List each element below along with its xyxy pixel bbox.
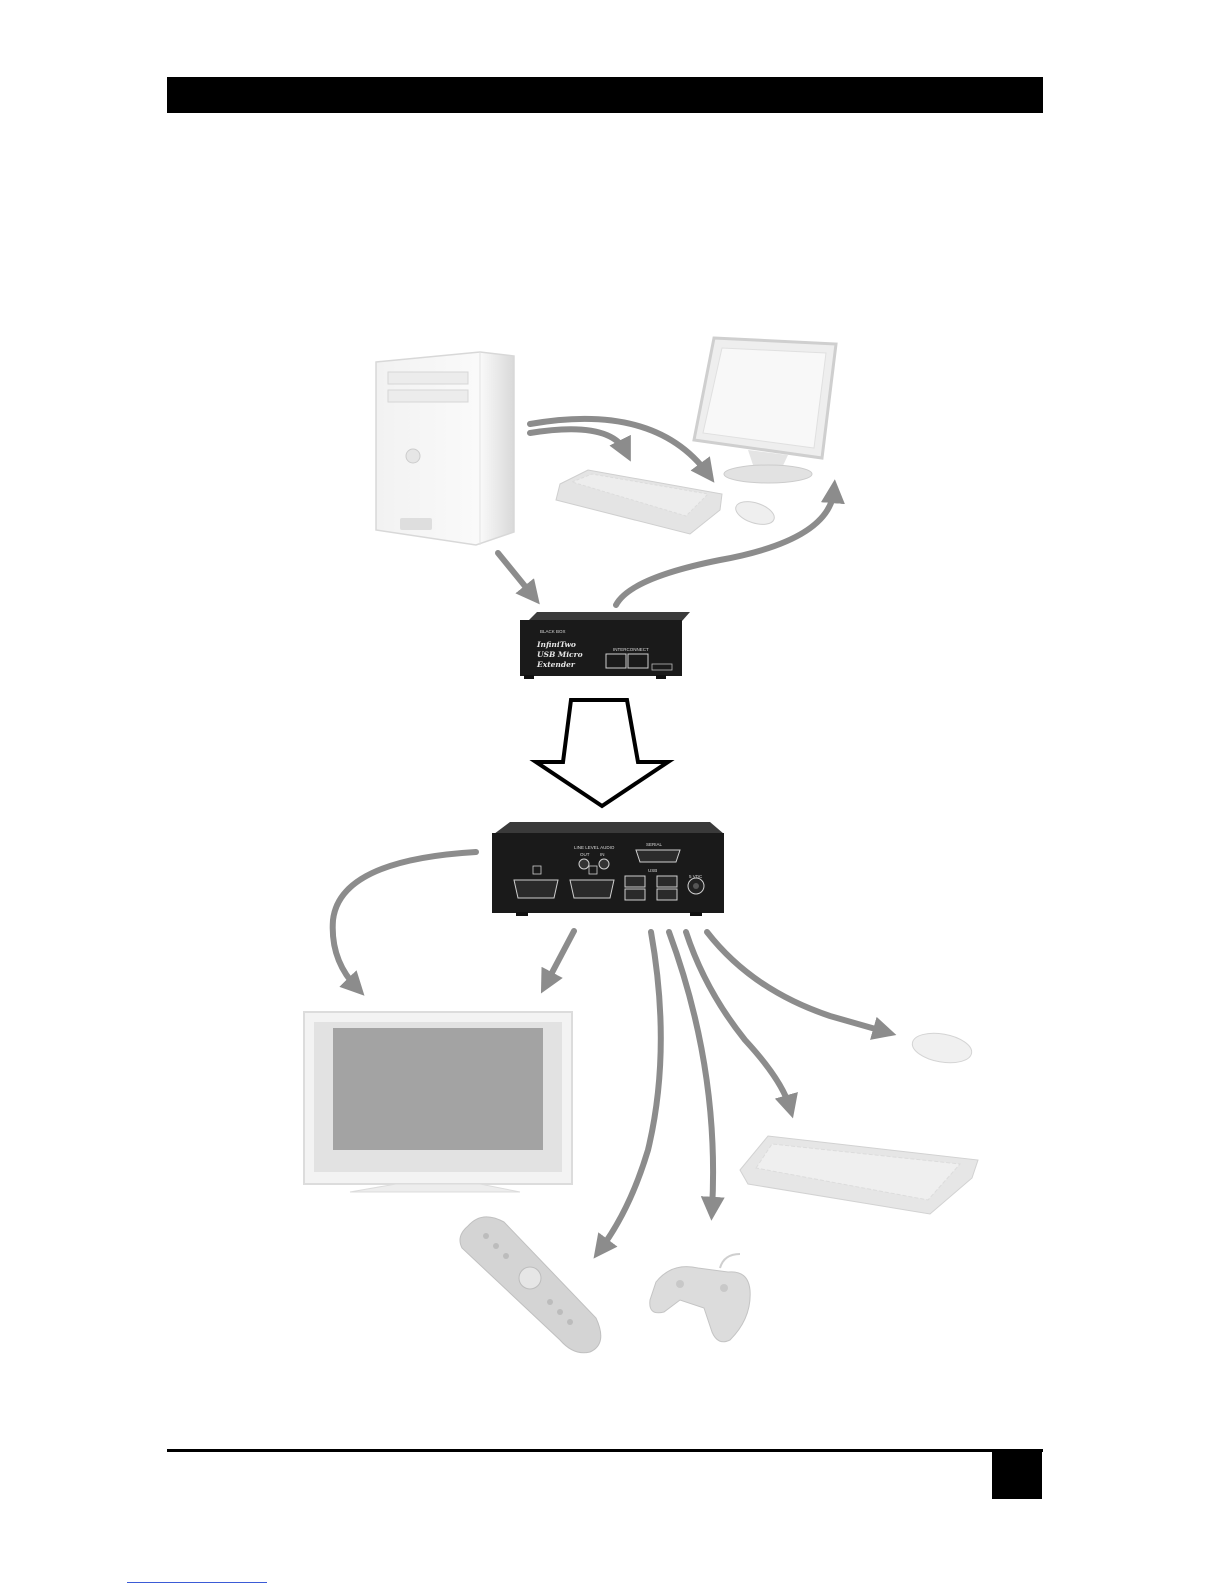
transmitter-name-line3: Extender <box>536 660 576 669</box>
page-number-box <box>992 1452 1042 1499</box>
transmitter-name-line1: InfiniTwo <box>536 640 576 649</box>
arrow-receiver-to-mouse <box>707 932 886 1032</box>
arrow-receiver-to-gamepad <box>669 932 713 1210</box>
audio-out-jack <box>579 859 589 869</box>
keyboard-icon <box>556 470 722 534</box>
audio-in-label: IN <box>600 852 605 857</box>
transmitter-name-line2: USB Micro <box>537 650 583 659</box>
usb-port-1 <box>625 876 645 887</box>
monitor-icon <box>694 338 836 483</box>
audio-out-label: OUT <box>580 852 590 857</box>
audio-in-jack <box>599 859 609 869</box>
arrow-receiver-to-tv-right <box>546 931 574 984</box>
vga-port-2 <box>570 880 614 898</box>
gamepad-icon <box>650 1254 750 1342</box>
transmitter-unit: BLACK BOX InfiniTwo USB Micro Extender I… <box>520 612 690 679</box>
remote-control-icon <box>460 1217 601 1353</box>
usb-port-3 <box>657 876 677 887</box>
arrow-computer-to-keyboard <box>530 429 626 452</box>
usb-label: USB <box>648 868 657 873</box>
serial-port <box>636 850 680 862</box>
flat-panel-tv-icon <box>304 1012 572 1192</box>
arrow-receiver-to-remote <box>600 932 661 1250</box>
arrow-receiver-to-tv-left <box>333 852 476 988</box>
vga-port-1 <box>514 880 558 898</box>
usb-port-4 <box>657 889 677 900</box>
arrow-receiver-to-keyboard <box>686 932 790 1108</box>
receiver-unit: LINE LEVEL AUDIO OUT IN SERIAL USB 5 VDC <box>492 822 724 916</box>
keyboard-icon-bottom <box>740 1136 978 1214</box>
interconnect-label: INTERCONNECT <box>613 647 649 652</box>
transmitter-brand: BLACK BOX <box>540 629 566 634</box>
usb-port-2 <box>625 889 645 900</box>
mouse-icon <box>733 497 777 528</box>
extension-link-arrow <box>536 700 668 806</box>
tower-computer-icon <box>376 352 514 545</box>
serial-label: SERIAL <box>646 842 663 847</box>
audio-label: LINE LEVEL AUDIO <box>574 845 615 850</box>
arrow-computer-to-transmitter <box>498 553 533 596</box>
mouse-icon-bottom <box>910 1029 974 1067</box>
footer-rule <box>167 1449 1043 1452</box>
footer-link-underline <box>127 1582 267 1583</box>
